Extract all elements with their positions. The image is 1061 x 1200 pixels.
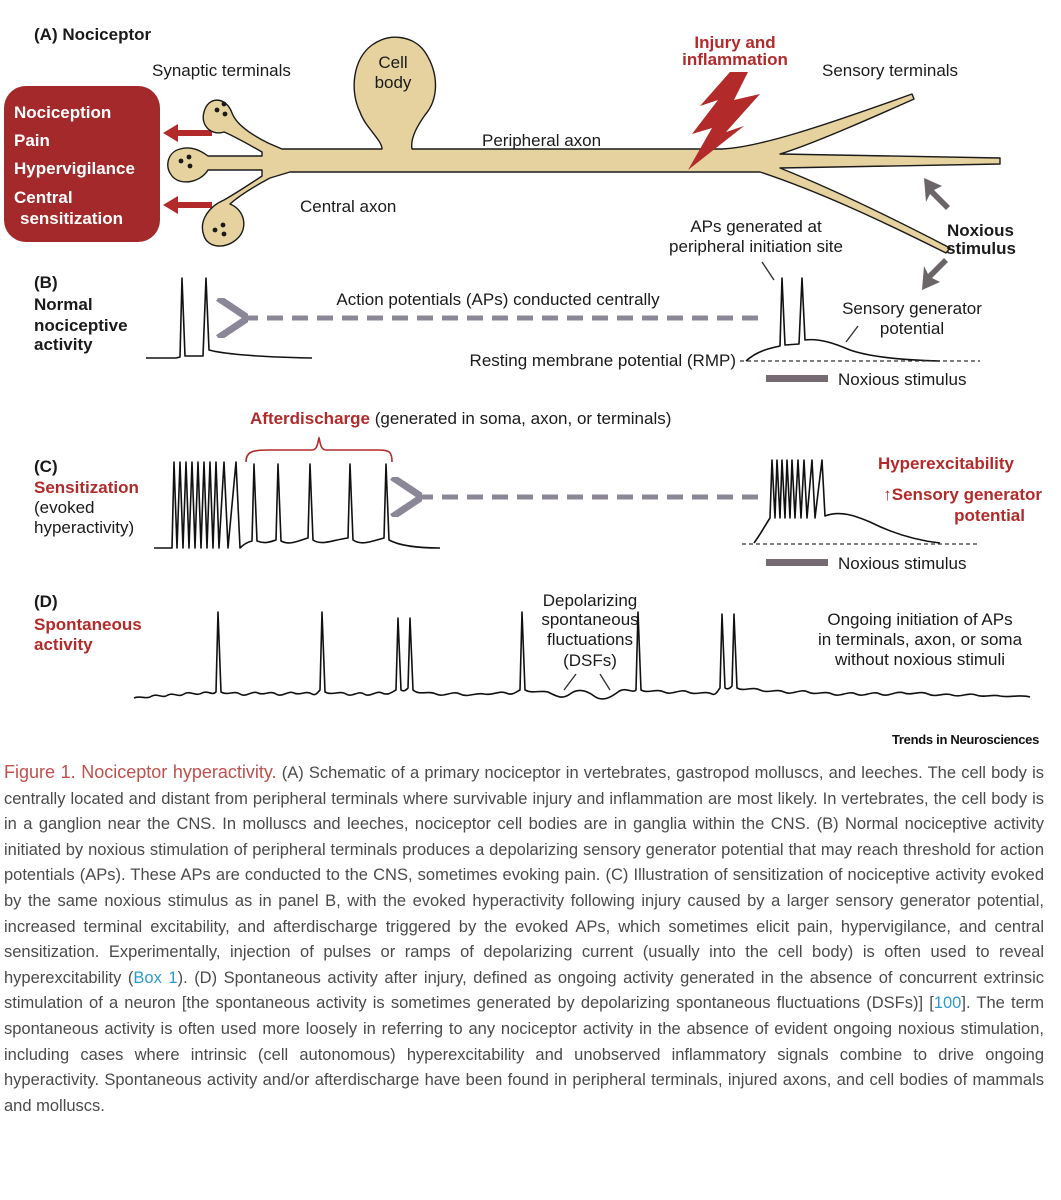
panel-b-label-2: Normal: [34, 295, 93, 314]
noxious-stimulus-label-2: stimulus: [946, 239, 1016, 258]
dsf-pointer-right: [599, 673, 611, 691]
ongoing-label-1: Ongoing initiation of APs: [827, 610, 1012, 629]
panel-b-conducted-label: Action potentials (APs) conducted centra…: [336, 290, 660, 309]
afterdischarge-brace: [245, 436, 393, 463]
outcome-nociception: Nociception: [14, 103, 111, 122]
journal-credit: Trends in Neurosciences: [892, 732, 1039, 747]
dsf-label-2: spontaneous: [541, 610, 638, 629]
hyperexcitability-label: Hyperexcitability: [878, 454, 1015, 473]
panel-b-stimulus-bar: [766, 375, 828, 382]
dsf-label-1: Depolarizing: [543, 591, 638, 610]
panel-c-label-1: (evoked: [34, 498, 94, 517]
panel-d-trace: [133, 611, 1031, 700]
figure-caption: Figure 1. Nociceptor hyperactivity. (A) …: [4, 760, 1044, 1119]
panel-b-stimulus-label: Noxious stimulus: [838, 370, 967, 389]
panel-b-generator-label-1: Sensory generator: [842, 299, 982, 318]
synaptic-terminals-label: Synaptic terminals: [152, 61, 291, 80]
aps-generated-label-1: APs generated at: [690, 217, 822, 236]
box-1-link[interactable]: Box 1: [133, 968, 178, 987]
peripheral-axon-label: Peripheral axon: [482, 131, 601, 150]
panel-b-generator-pointer: [845, 325, 859, 343]
panel-c-label-2: hyperactivity): [34, 518, 134, 537]
cell-body-label-2: body: [375, 73, 412, 92]
caption-text-2: ). (D) Spontaneous activity after injury…: [4, 968, 1045, 1013]
caption-text-3: ]. The term spontaneous activity is ofte…: [4, 994, 1044, 1115]
panel-b-generator-label-2: potential: [880, 319, 944, 338]
aps-pointer-line: [761, 261, 775, 281]
aps-generated-label-2: peripheral initiation site: [669, 237, 843, 256]
caption-text-1: (A) Schematic of a primary nociceptor in…: [4, 764, 1044, 987]
panel-c-peripheral-trace: [753, 459, 941, 544]
panel-b-label-3: nociceptive: [34, 316, 128, 335]
panel-c-letter: (C): [34, 457, 58, 476]
nociceptor-figure: (A) Nociceptor Nociception Pain Hypervig…: [4, 25, 1042, 700]
injury-label-2: inflammation: [682, 50, 788, 69]
lightning-bolt-icon: [688, 72, 760, 170]
outcome-box: Nociception Pain Hypervigilance Central …: [4, 86, 160, 242]
outcome-pain: Pain: [14, 131, 50, 150]
panel-c-stimulus-label: Noxious stimulus: [838, 554, 967, 573]
afterdischarge-label: Afterdischarge (generated in soma, axon,…: [250, 409, 671, 428]
output-arrow-icons: [163, 124, 212, 214]
stimulus-arrow-icons: [922, 178, 950, 290]
panel-d-label-2: activity: [34, 635, 93, 654]
neuron-shape: [167, 36, 1001, 254]
ongoing-label-3: without noxious stimuli: [834, 650, 1005, 669]
noxious-stimulus-label-1: Noxious: [947, 221, 1014, 240]
sensory-terminals-label: Sensory terminals: [822, 61, 958, 80]
panel-d-label-1: Spontaneous: [34, 615, 142, 634]
panel-b-label-4: activity: [34, 335, 93, 354]
dsf-pointer-left: [563, 673, 577, 691]
panel-a-heading: (A) Nociceptor: [34, 25, 152, 44]
outcome-sensitization: sensitization: [20, 209, 123, 228]
caption-title: Figure 1. Nociceptor hyperactivity.: [4, 762, 277, 782]
central-axon-label: Central axon: [300, 197, 396, 216]
panel-b-rmp-label: Resting membrane potential (RMP): [470, 351, 736, 370]
ongoing-label-2: in terminals, axon, or soma: [818, 630, 1023, 649]
panel-c-stimulus-bar: [766, 559, 828, 566]
panel-b-label-1: (B): [34, 273, 58, 292]
panel-b-central-trace: [146, 277, 313, 359]
panel-c-sensitization: Sensitization: [34, 478, 139, 497]
dsf-label-3: fluctuations: [547, 630, 633, 649]
reference-100-link[interactable]: 100: [933, 994, 962, 1013]
generator-up-label-2: potential: [954, 506, 1025, 525]
injury-label-1: Injury and: [694, 33, 775, 52]
panel-b-peripheral-trace: [745, 277, 941, 362]
synaptic-vesicle-dots: [178, 101, 228, 237]
panel-c-central-trace: [154, 461, 441, 549]
cell-body-label-1: Cell: [378, 53, 407, 72]
outcome-hypervigilance: Hypervigilance: [14, 159, 135, 178]
generator-up-label-1: ↑Sensory generator: [883, 485, 1042, 504]
dsf-label-4: (DSFs): [563, 651, 617, 670]
outcome-central: Central: [14, 188, 73, 207]
panel-d-letter: (D): [34, 592, 58, 611]
